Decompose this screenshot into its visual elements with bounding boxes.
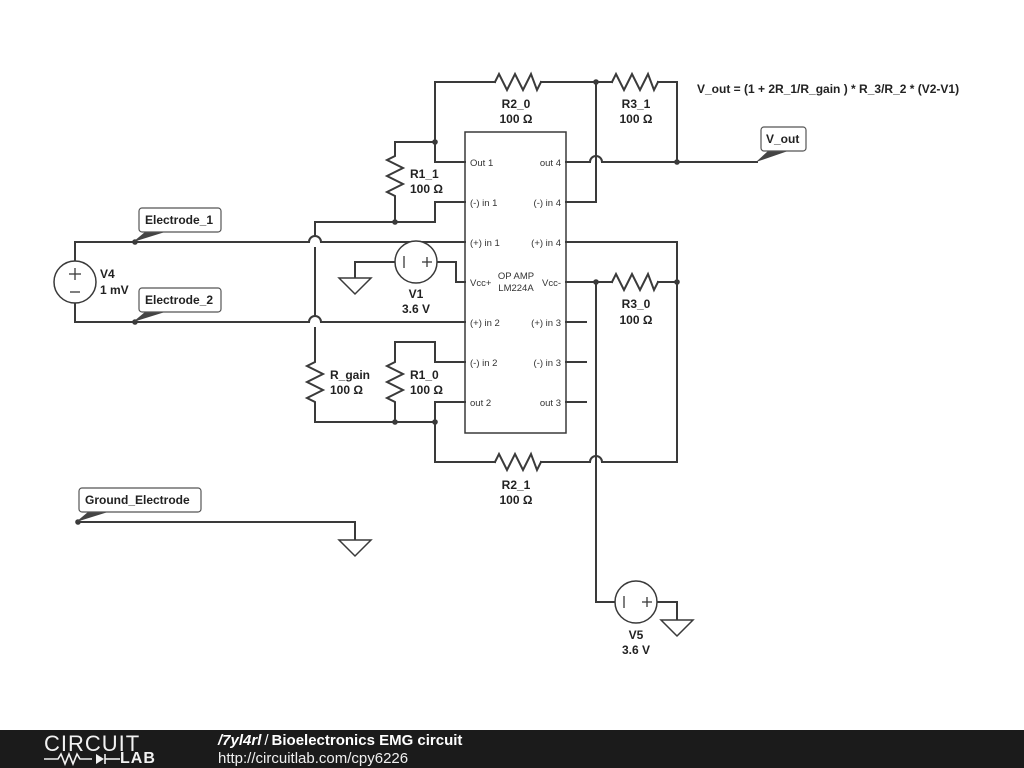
net-tag-v-out-label: V_out: [766, 132, 799, 146]
pin-neg-in-1: (-) in 1: [470, 198, 497, 209]
ground-symbol-v1: [337, 277, 373, 296]
ground-symbol-v5: [659, 619, 695, 638]
net-tag-electrode-2[interactable]: Electrode_2: [133, 287, 222, 322]
source-v5[interactable]: V5 3.6 V: [614, 580, 658, 657]
r-gain-name: R_gain: [330, 368, 370, 382]
circuit-title-line: /7yl4rl/Bioelectronics EMG circuit: [218, 732, 462, 749]
circuit-title: Bioelectronics EMG circuit: [271, 732, 463, 749]
r1-0-name: R1_0: [410, 368, 439, 382]
source-v1[interactable]: V1 3.6 V: [394, 240, 438, 316]
v1-name: V1: [409, 287, 424, 301]
v4-name: V4: [100, 267, 115, 281]
r1-0-value: 100 Ω: [410, 383, 443, 397]
circuit-url-link[interactable]: http://circuitlab.com/cpy6226: [218, 750, 409, 767]
r3-0-name: R3_0: [622, 297, 651, 311]
r3-0-value: 100 Ω: [620, 313, 653, 327]
opamp-part-number: LM224A: [498, 283, 534, 294]
pin-vcc-pos: Vcc+: [470, 278, 492, 289]
pin-out-2: out 2: [470, 398, 491, 409]
resistor-r2-0[interactable]: R2_0 100 Ω: [493, 71, 543, 126]
opamp-type-label: OP AMP: [498, 271, 534, 282]
pin-neg-in-3: (-) in 3: [534, 358, 561, 369]
circuitlab-logo-bottom: LAB: [120, 750, 156, 767]
r3-1-name: R3_1: [622, 97, 651, 111]
schematic-canvas: R2_0 100 Ω R3_1 100 Ω R1_1 100 Ω R3_0 10…: [53, 71, 959, 657]
circuitlab-logo-wave-icon: [44, 752, 120, 766]
net-tag-electrode-2-label: Electrode_2: [145, 293, 213, 307]
circuitlab-logo-top: CIRCUIT: [44, 731, 141, 756]
resistor-r3-0[interactable]: R3_0 100 Ω: [610, 271, 660, 327]
pin-neg-in-2: (-) in 2: [470, 358, 497, 369]
net-tag-ground-electrode[interactable]: Ground_Electrode: [76, 487, 202, 522]
title-separator: /: [264, 732, 269, 749]
source-v4[interactable]: V4 1 mV: [53, 260, 129, 304]
r-gain-value: 100 Ω: [330, 383, 363, 397]
net-tag-ground-electrode-label: Ground_Electrode: [85, 493, 190, 507]
r2-1-value: 100 Ω: [500, 493, 533, 507]
r1-1-value: 100 Ω: [410, 182, 443, 196]
r1-1-name: R1_1: [410, 167, 439, 181]
wires: [74, 81, 758, 621]
v5-value: 3.6 V: [622, 643, 650, 657]
gain-formula-text: V_out = (1 + 2R_1/R_gain ) * R_3/R_2 * (…: [697, 82, 959, 96]
net-tag-electrode-1-label: Electrode_1: [145, 213, 213, 227]
resistor-r1-1[interactable]: R1_1 100 Ω: [384, 141, 443, 203]
pin-pos-in-1: (+) in 1: [470, 238, 500, 249]
pin-neg-in-4: (-) in 4: [534, 198, 561, 209]
opamp-lm224a[interactable]: Out 1 (-) in 1 (+) in 1 Vcc+ (+) in 2 (-…: [455, 131, 577, 434]
r2-0-name: R2_0: [502, 97, 531, 111]
ground-symbol-electrode: [337, 539, 373, 558]
pin-out-4: out 4: [540, 158, 561, 169]
pin-pos-in-3: (+) in 3: [531, 318, 561, 329]
net-tag-v-out[interactable]: V_out: [756, 126, 807, 162]
resistor-r2-1[interactable]: R2_1 100 Ω: [493, 451, 543, 507]
pin-out-3: out 3: [540, 398, 561, 409]
v4-value: 1 mV: [100, 283, 129, 297]
net-tag-electrode-1[interactable]: Electrode_1: [133, 207, 222, 242]
resistor-r-gain[interactable]: R_gain 100 Ω: [304, 355, 370, 407]
pin-pos-in-2: (+) in 2: [470, 318, 500, 329]
v5-name: V5: [629, 628, 644, 642]
r3-1-value: 100 Ω: [620, 112, 653, 126]
resistor-r3-1[interactable]: R3_1 100 Ω: [610, 71, 660, 126]
pin-out-1: Out 1: [470, 158, 493, 169]
pin-pos-in-4: (+) in 4: [531, 238, 561, 249]
resistor-r1-0[interactable]: R1_0 100 Ω: [384, 355, 443, 407]
r2-0-value: 100 Ω: [500, 112, 533, 126]
pin-vcc-neg: Vcc-: [542, 278, 561, 289]
r2-1-name: R2_1: [502, 478, 531, 492]
v1-value: 3.6 V: [402, 302, 430, 316]
author-link[interactable]: /7yl4rl: [218, 732, 262, 749]
footer-bar: CIRCUIT LAB /7yl4rl/Bioelectronics EMG c…: [0, 730, 1024, 768]
